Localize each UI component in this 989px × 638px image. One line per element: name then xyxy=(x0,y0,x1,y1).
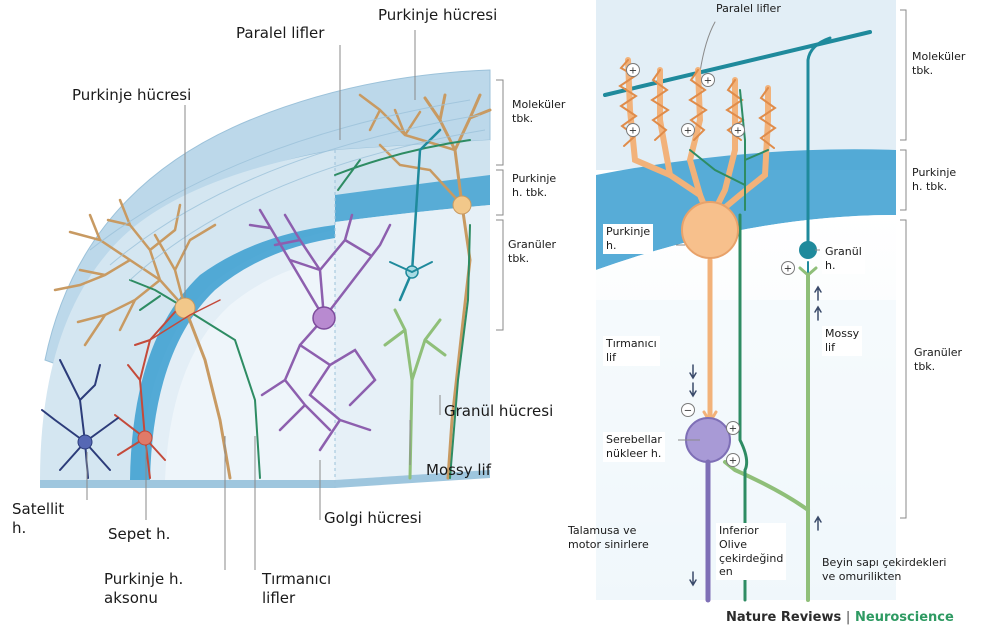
label-paralel-lifler-right: Paralel lifler xyxy=(716,2,781,16)
label-purkinje-top: Purkinje hücresi xyxy=(378,6,497,25)
svg-text:+: + xyxy=(729,424,737,435)
label-serebellar: Serebellar nükleer h. xyxy=(603,432,665,462)
label-satellit: Satellit h. xyxy=(12,500,64,538)
label-purkinje-left: Purkinje hücresi xyxy=(72,86,191,105)
label-golgi-hucresi: Golgi hücresi xyxy=(324,509,422,528)
source-credit: Nature Reviews | Neuroscience xyxy=(726,610,954,625)
label-paralel-lifler: Paralel lifler xyxy=(236,24,324,43)
label-beyin-sapi: Beyin sapı çekirdekleri ve omurilikten xyxy=(822,556,946,584)
label-purkinje-aksonu: Purkinje h. aksonu xyxy=(104,570,183,608)
label-line: Talamusa ve xyxy=(568,524,649,538)
label-purkinje-tbk-left: Purkinje h. tbk. xyxy=(512,172,556,200)
label-line: Satellit xyxy=(12,500,64,519)
label-line: Serebellar xyxy=(606,433,662,447)
label-line: h. tbk. xyxy=(912,180,956,194)
synapse-plus-marker: + xyxy=(727,422,740,435)
label-mossy-lif-right: Mossy lif xyxy=(822,326,862,356)
label-line: Moleküler xyxy=(912,50,965,64)
label-line: Tırmanıcı xyxy=(262,570,331,589)
label-line: motor sinirlere xyxy=(568,538,649,552)
svg-text:+: + xyxy=(784,264,792,275)
label-tirmanici-lif: Tırmanıcı lif xyxy=(603,336,660,366)
label-line: ve omurilikten xyxy=(822,570,946,584)
label-purkinje-tbk-right: Purkinje h. tbk. xyxy=(912,166,956,194)
label-line: tbk. xyxy=(512,112,565,126)
label-line: Tırmanıcı xyxy=(606,337,657,351)
credit-separator: | xyxy=(846,610,851,625)
label-granuler-left: Granüler tbk. xyxy=(508,238,556,266)
label-granul-hucresi: Granül hücresi xyxy=(444,402,553,421)
label-talamus: Talamusa ve motor sinirlere xyxy=(568,524,649,552)
label-line: çekirdeğind xyxy=(719,552,783,566)
label-line: h. tbk. xyxy=(512,186,556,200)
label-line: Purkinje xyxy=(606,225,650,239)
label-line: lif xyxy=(606,351,657,365)
label-line: Granüler xyxy=(914,346,962,360)
svg-text:+: + xyxy=(704,76,712,87)
synapse-plus-marker: + xyxy=(682,124,695,137)
synapse-plus-marker: + xyxy=(627,64,640,77)
credit-journal: Nature Reviews xyxy=(726,610,841,625)
svg-text:+: + xyxy=(729,456,737,467)
label-granuler-right: Granüler tbk. xyxy=(914,346,962,374)
label-line: Granül xyxy=(825,245,862,259)
label-line: Moleküler xyxy=(512,98,565,112)
label-line: en xyxy=(719,565,783,579)
synapse-plus-marker: + xyxy=(702,74,715,87)
label-sepet: Sepet h. xyxy=(108,525,170,544)
label-line: tbk. xyxy=(914,360,962,374)
synapse-plus-marker: + xyxy=(782,262,795,275)
svg-text:−: − xyxy=(684,406,692,417)
label-line: Purkinje h. xyxy=(104,570,183,589)
label-line: lifler xyxy=(262,589,331,608)
label-line: nükleer h. xyxy=(606,447,662,461)
label-line: Olive xyxy=(719,538,783,552)
label-molekuler-right: Moleküler tbk. xyxy=(912,50,965,78)
svg-text:+: + xyxy=(734,126,742,137)
label-line: Purkinje xyxy=(912,166,956,180)
label-line: Purkinje xyxy=(512,172,556,186)
label-line: h. xyxy=(825,259,862,273)
label-line: aksonu xyxy=(104,589,183,608)
label-purkinje-h: Purkinje h. xyxy=(603,224,653,254)
label-line: lif xyxy=(825,341,859,355)
label-line: tbk. xyxy=(508,252,556,266)
label-inferior-olive: Inferior Olive çekirdeğind en xyxy=(716,523,786,580)
label-mossy-lif-left: Mossy lif xyxy=(426,461,491,480)
label-line: Mossy xyxy=(825,327,859,341)
label-granul-h: Granül h. xyxy=(822,244,865,274)
svg-text:+: + xyxy=(684,126,692,137)
svg-text:+: + xyxy=(629,66,637,77)
synapse-minus-marker: − xyxy=(682,404,695,417)
label-line: h. xyxy=(606,239,650,253)
label-line: Beyin sapı çekirdekleri xyxy=(822,556,946,570)
svg-text:+: + xyxy=(629,126,637,137)
synapse-plus-marker: + xyxy=(727,454,740,467)
label-line: Inferior xyxy=(719,524,783,538)
label-line: h. xyxy=(12,519,64,538)
label-molekuler-left: Moleküler tbk. xyxy=(512,98,565,126)
label-line: tbk. xyxy=(912,64,965,78)
synapse-plus-marker: + xyxy=(732,124,745,137)
label-line: Granüler xyxy=(508,238,556,252)
synapse-plus-marker: + xyxy=(627,124,640,137)
credit-section: Neuroscience xyxy=(855,610,954,625)
label-tirmanici-lifler: Tırmanıcı lifler xyxy=(262,570,331,608)
